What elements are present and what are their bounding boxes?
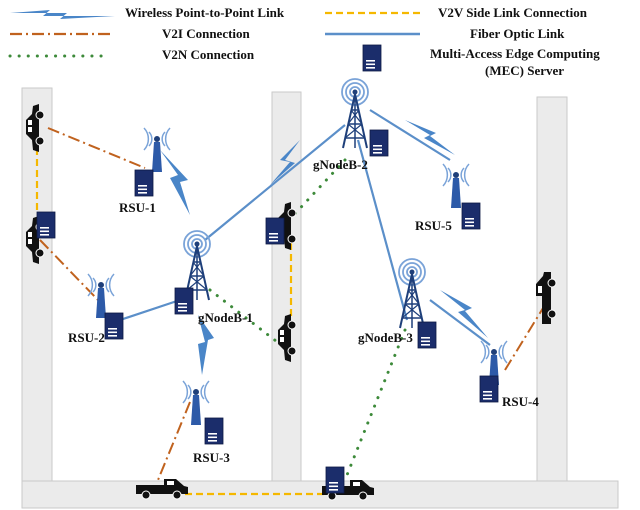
rsu-3-server-icon (204, 417, 224, 445)
v2n-links (208, 158, 407, 482)
wireless-gnb1-rsu3 (198, 315, 214, 375)
gnodeb-1-label: gNodeB-1 (198, 310, 253, 325)
v2i-rsu4-car (504, 299, 549, 371)
wireless-link-icon (10, 10, 115, 19)
legend-v2n-label: V2N Connection (162, 47, 255, 62)
gnodeb-2-label: gNodeB-2 (313, 157, 368, 172)
legend-v2n: V2N Connection (8, 47, 255, 62)
rsu-1[interactable]: RSU-1 (119, 127, 171, 215)
rsu-2-server-icon (104, 312, 124, 340)
wireless-gnb2-rsu5 (405, 120, 455, 155)
rsu-4[interactable]: RSU-4 (479, 340, 539, 409)
legend-wireless: Wireless Point-to-Point Link (10, 5, 285, 20)
v2i-car2-rsu2 (39, 239, 99, 301)
legend-mec: Multi-Access Edge Computing (MEC) Server (362, 44, 600, 78)
rsu-3[interactable]: RSU-3 (182, 380, 230, 465)
rsu-1-antenna-icon (143, 127, 171, 173)
legend-fiber-label: Fiber Optic Link (470, 26, 565, 41)
rsu-2[interactable]: RSU-2 (68, 273, 124, 345)
rsu-5-server-icon (461, 202, 481, 230)
gnodeb-3-label: gNodeB-3 (358, 330, 413, 345)
legend-v2i-label: V2I Connection (162, 26, 251, 41)
rsu-4-server-icon (479, 375, 499, 403)
fiber-gnb2-gnb3 (356, 139, 409, 321)
roads (21, 87, 619, 509)
rsu-1-server-icon (134, 169, 154, 197)
rsu-1-label: RSU-1 (119, 200, 156, 215)
gnodeb-3-tower-icon (398, 258, 426, 329)
wireless-rsu1-gnb1 (160, 150, 190, 215)
gnodeb-2[interactable]: gNodeB-2 (313, 78, 389, 172)
wireless-gnb3-rsu4 (440, 290, 488, 338)
legend: Wireless Point-to-Point Link V2I Connect… (8, 5, 600, 78)
road-mid (271, 91, 302, 485)
fiber-gnb1-rsu2 (119, 298, 181, 322)
legend-mec-label-2: (MEC) Server (485, 63, 564, 78)
rsu-2-antenna-icon (87, 273, 115, 319)
gnodeb-1[interactable]: gNodeB-1 (174, 230, 253, 325)
mec-server-icon (362, 44, 382, 72)
gnodeb-1-mec-server-icon (174, 287, 194, 315)
wireless-links (160, 120, 488, 375)
fiber-links (119, 109, 491, 346)
gnodeb-2-tower-icon (341, 78, 369, 149)
legend-v2v: V2V Side Link Connection (325, 5, 588, 20)
v2i-links (39, 127, 549, 481)
rsu-5-antenna-icon (442, 163, 470, 209)
truck-bottom-server-icon (325, 466, 345, 494)
rsu-5-label: RSU-5 (415, 218, 452, 233)
fiber-gnb2-rsu5 (369, 109, 451, 161)
fiber-gnb2-gnb1 (204, 124, 346, 241)
legend-mec-label-1: Multi-Access Edge Computing (430, 46, 600, 61)
car-mid-server-icon (265, 217, 285, 245)
v2i-rsu3-truck (157, 401, 191, 481)
gnodeb-2-mec-server-icon (369, 129, 389, 157)
car-left-mid-server-icon (36, 211, 56, 239)
gnodeb-3-mec-server-icon (417, 321, 437, 349)
rsu-3-label: RSU-3 (193, 450, 230, 465)
legend-wireless-label: Wireless Point-to-Point Link (125, 5, 285, 20)
legend-v2i: V2I Connection (10, 26, 251, 41)
v2i-car1-rsu1 (47, 127, 146, 169)
legend-v2v-label: V2V Side Link Connection (438, 5, 588, 20)
rsu-2-label: RSU-2 (68, 330, 105, 345)
rsu-4-label: RSU-4 (502, 394, 539, 409)
v2v-links (35, 148, 330, 496)
legend-fiber: Fiber Optic Link (325, 26, 565, 41)
fiber-gnb3-rsu4 (429, 299, 491, 346)
gnodeb-3[interactable]: gNodeB-3 (358, 258, 437, 349)
v2n-gnb3-truck (343, 328, 407, 482)
rsu-5[interactable]: RSU-5 (415, 163, 481, 233)
